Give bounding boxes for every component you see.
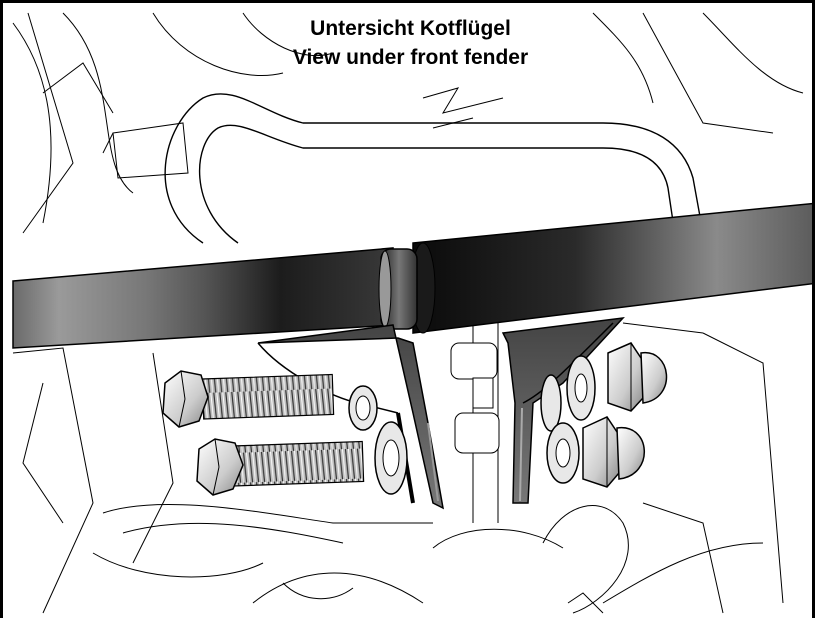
left-washers (348, 385, 408, 495)
upper-bolt (162, 370, 335, 428)
lower-bolt (196, 438, 365, 496)
caption-german: Untersicht Kotflügel (310, 17, 511, 40)
right-washers (540, 355, 596, 484)
illustration-drawing (12, 12, 812, 614)
spacer-blocks (450, 342, 500, 454)
caption-english: View under front fender (292, 46, 529, 69)
crossbar (12, 202, 812, 349)
upper-acorn-nut (607, 342, 668, 412)
lower-acorn-nut (582, 416, 645, 488)
right-bracket (501, 317, 625, 504)
fender-tube-loop (164, 87, 704, 244)
fender-frame-outline (12, 12, 804, 234)
